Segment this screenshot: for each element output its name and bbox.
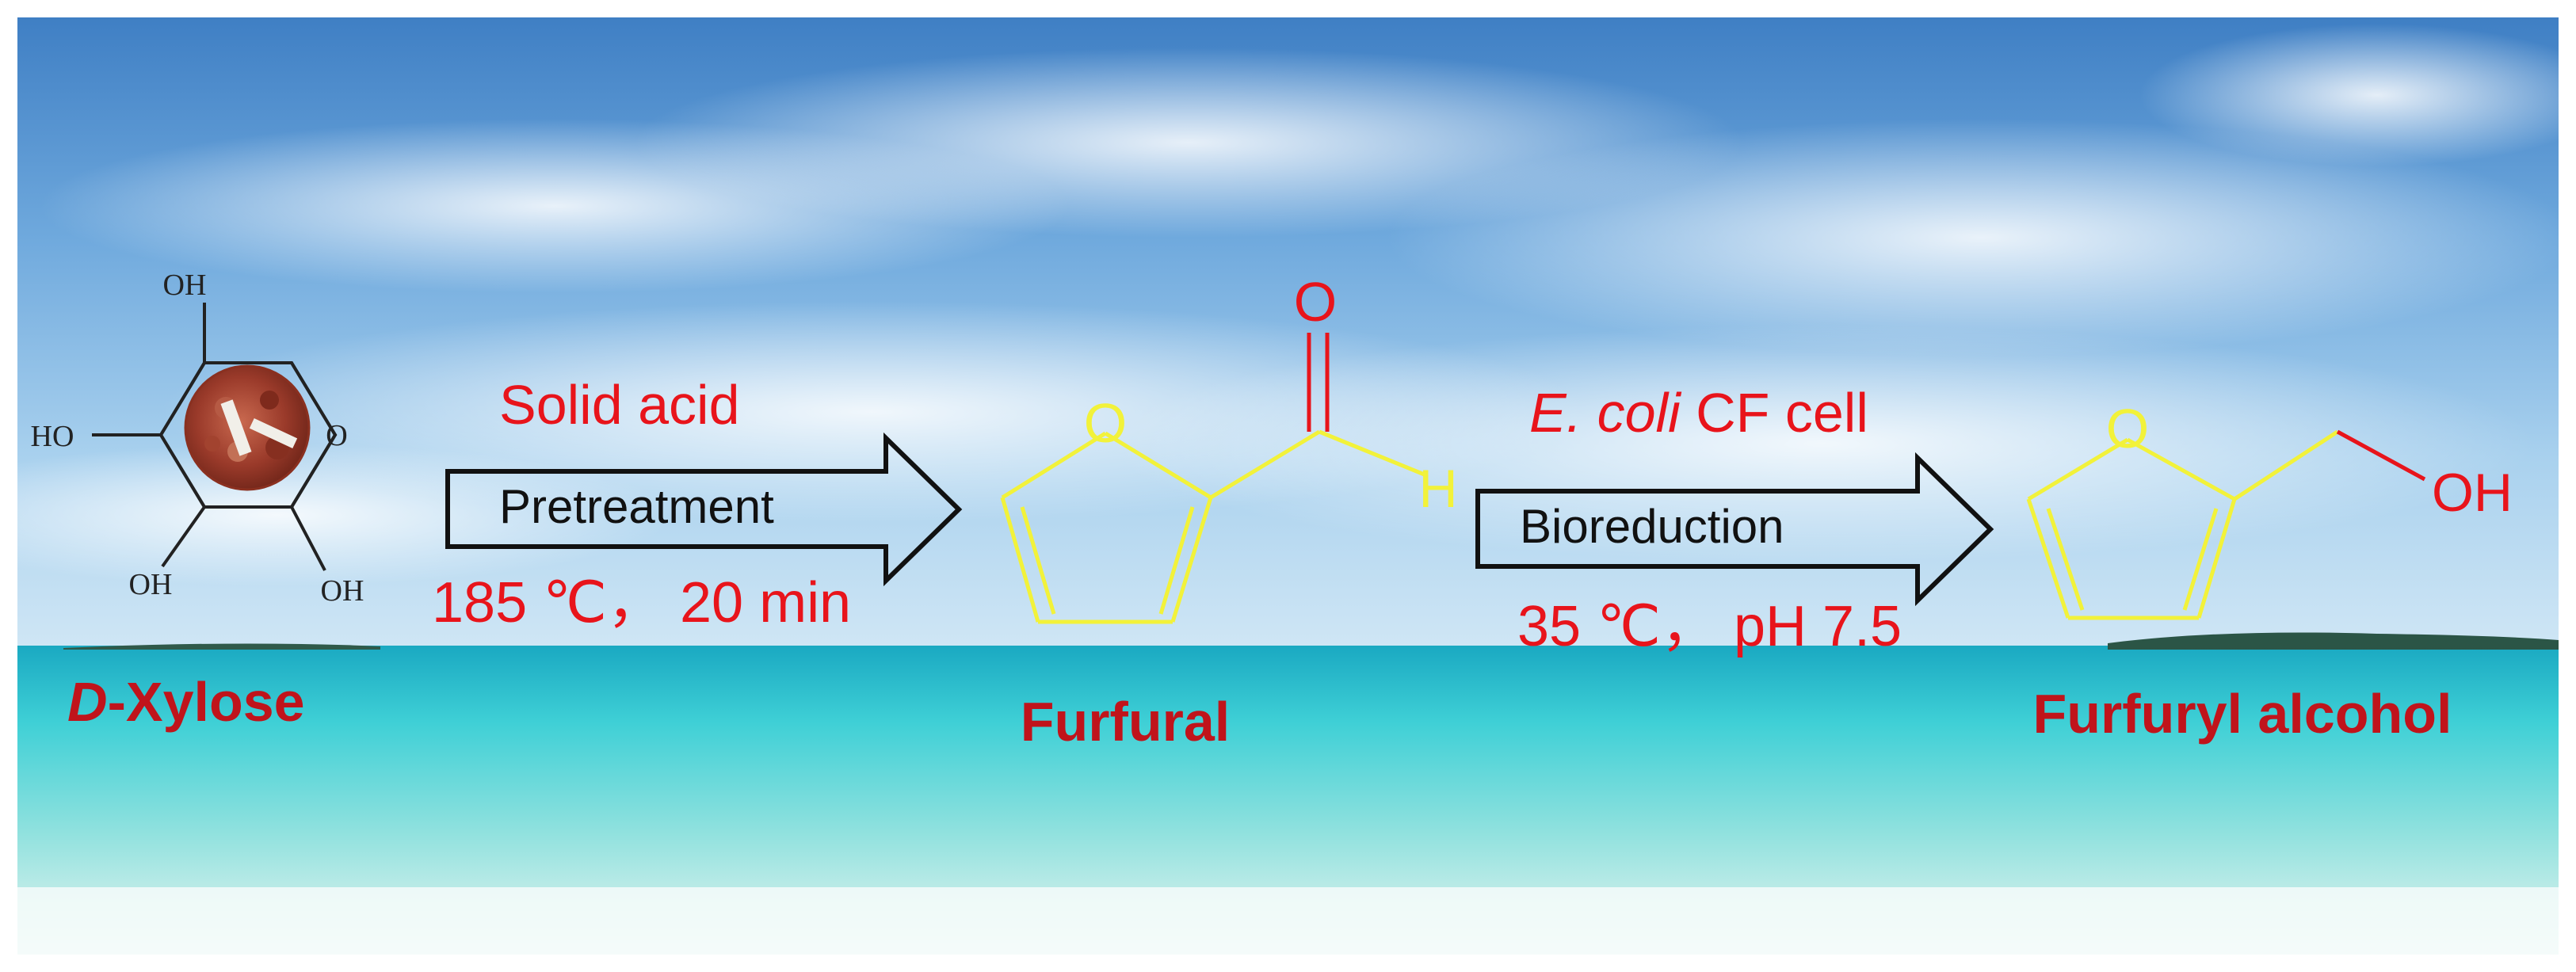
- clouds: [0, 24, 2576, 586]
- xylose-oh-bottom-left: OH: [129, 568, 173, 601]
- surf: [17, 887, 2559, 955]
- xylose-labels: OH HO O OH OH: [31, 269, 364, 608]
- step1-process: Pretreatment: [499, 480, 774, 533]
- furfural-aldehyde-hydrogen: H: [1418, 459, 1457, 519]
- xylose-photo-details: [204, 391, 298, 462]
- furfural-carbonyl-oxygen: O: [1294, 271, 1337, 333]
- xylose-ring-oxygen: O: [326, 419, 347, 452]
- step1-conditions: 185 ℃， 20 min: [432, 571, 851, 635]
- background-photo: [0, 17, 2576, 955]
- xylose-ho-left: HO: [31, 420, 74, 453]
- furfuryl-alcohol-ring-oxygen: O: [2106, 398, 2149, 459]
- step2-conditions: 35 ℃， pH 7.5: [1517, 595, 1902, 658]
- furfuryl-alcohol-hydroxyl: OH: [2432, 463, 2513, 523]
- furfural-carbonyl: [1307, 333, 1330, 432]
- furfuryl-alcohol-oh-bond: [2336, 429, 2426, 482]
- step2-process: Bioreduction: [1520, 500, 1784, 553]
- distant-island-left: [63, 643, 380, 650]
- furfural-structure: [1000, 429, 1427, 624]
- step2-reagent: E. coli CF cell: [1529, 382, 1868, 444]
- step1-reagent: Solid acid: [499, 374, 740, 436]
- furfural-name: Furfural: [1021, 691, 1230, 753]
- furfural-ring-oxygen: O: [1084, 392, 1127, 454]
- xylose-structure: [92, 303, 338, 571]
- distant-island-right: [2108, 632, 2559, 650]
- xylose-photo-inset: [184, 364, 311, 491]
- xylose-name: D-Xylose: [67, 671, 305, 733]
- xylose-oh-top: OH: [163, 269, 207, 302]
- step1-arrow: [445, 432, 963, 587]
- furfuryl-alcohol-name: Furfuryl alcohol: [2033, 683, 2452, 745]
- step2-arrow: [1475, 452, 1994, 607]
- furfuryl-alcohol-structure: [2026, 429, 2339, 620]
- xylose-oh-bottom-right: OH: [321, 574, 364, 608]
